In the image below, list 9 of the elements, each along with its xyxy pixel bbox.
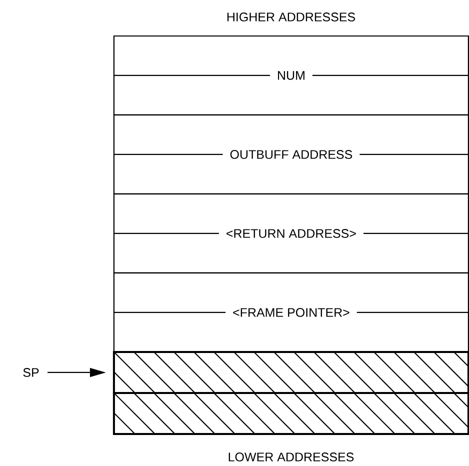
stack-cell: <FRAME POINTER> [113, 272, 469, 353]
address-label: LOWER ADDRESSES [228, 452, 354, 462]
hatched-cell [112, 350, 469, 394]
stack-cell: <RETURN ADDRESS> [113, 193, 469, 274]
stack-cell: NUM [113, 35, 469, 116]
hatched-cell [112, 392, 469, 435]
stack-cell: OUTBUFF ADDRESS [113, 114, 469, 195]
pointer-label: SP [23, 368, 39, 377]
address-label: HIGHER ADDRESSES [227, 12, 355, 22]
